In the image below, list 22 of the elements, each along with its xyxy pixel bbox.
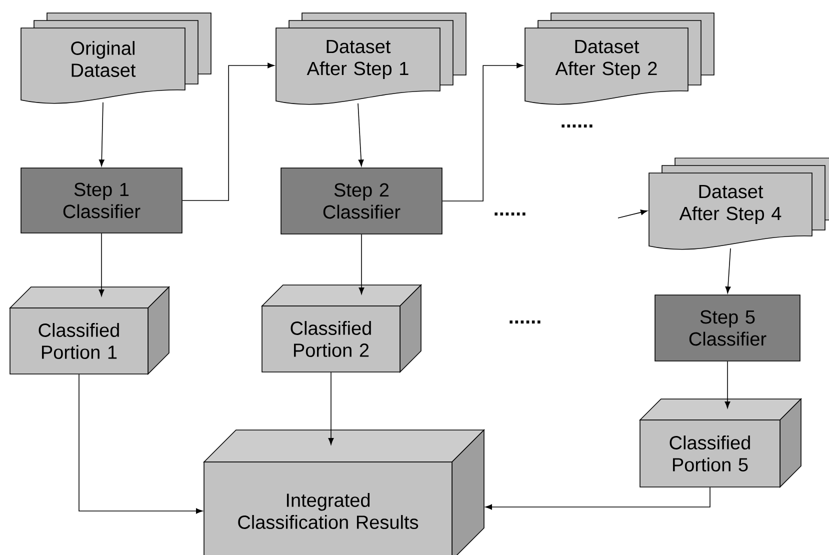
arrow xyxy=(358,234,364,294)
classifier-box: Step 1 Classifier xyxy=(20,168,182,234)
arrow xyxy=(328,372,334,445)
classifier-box: Step 2 Classifier xyxy=(280,168,442,234)
arrow xyxy=(725,248,731,294)
document-stack: Dataset After Step 2 xyxy=(524,12,714,105)
document-stack: Dataset After Step 4 xyxy=(648,158,829,250)
ellipsis-dots: ...... xyxy=(562,124,592,128)
ellipsis-dots: ...... xyxy=(510,320,540,324)
arrow xyxy=(358,103,364,166)
classifier-box: Step 5 Classifier xyxy=(654,294,800,362)
document-stack: Original Dataset xyxy=(20,12,212,104)
arrow xyxy=(98,102,104,166)
ellipsis-dots: ...... xyxy=(494,212,526,216)
arrow xyxy=(78,374,203,514)
arrow xyxy=(442,62,524,202)
arrow xyxy=(98,233,104,296)
document-stack: Dataset After Step 1 xyxy=(276,12,466,105)
arrow xyxy=(485,487,710,510)
arrow xyxy=(618,210,648,218)
arrow xyxy=(182,62,274,201)
arrow xyxy=(724,361,730,408)
